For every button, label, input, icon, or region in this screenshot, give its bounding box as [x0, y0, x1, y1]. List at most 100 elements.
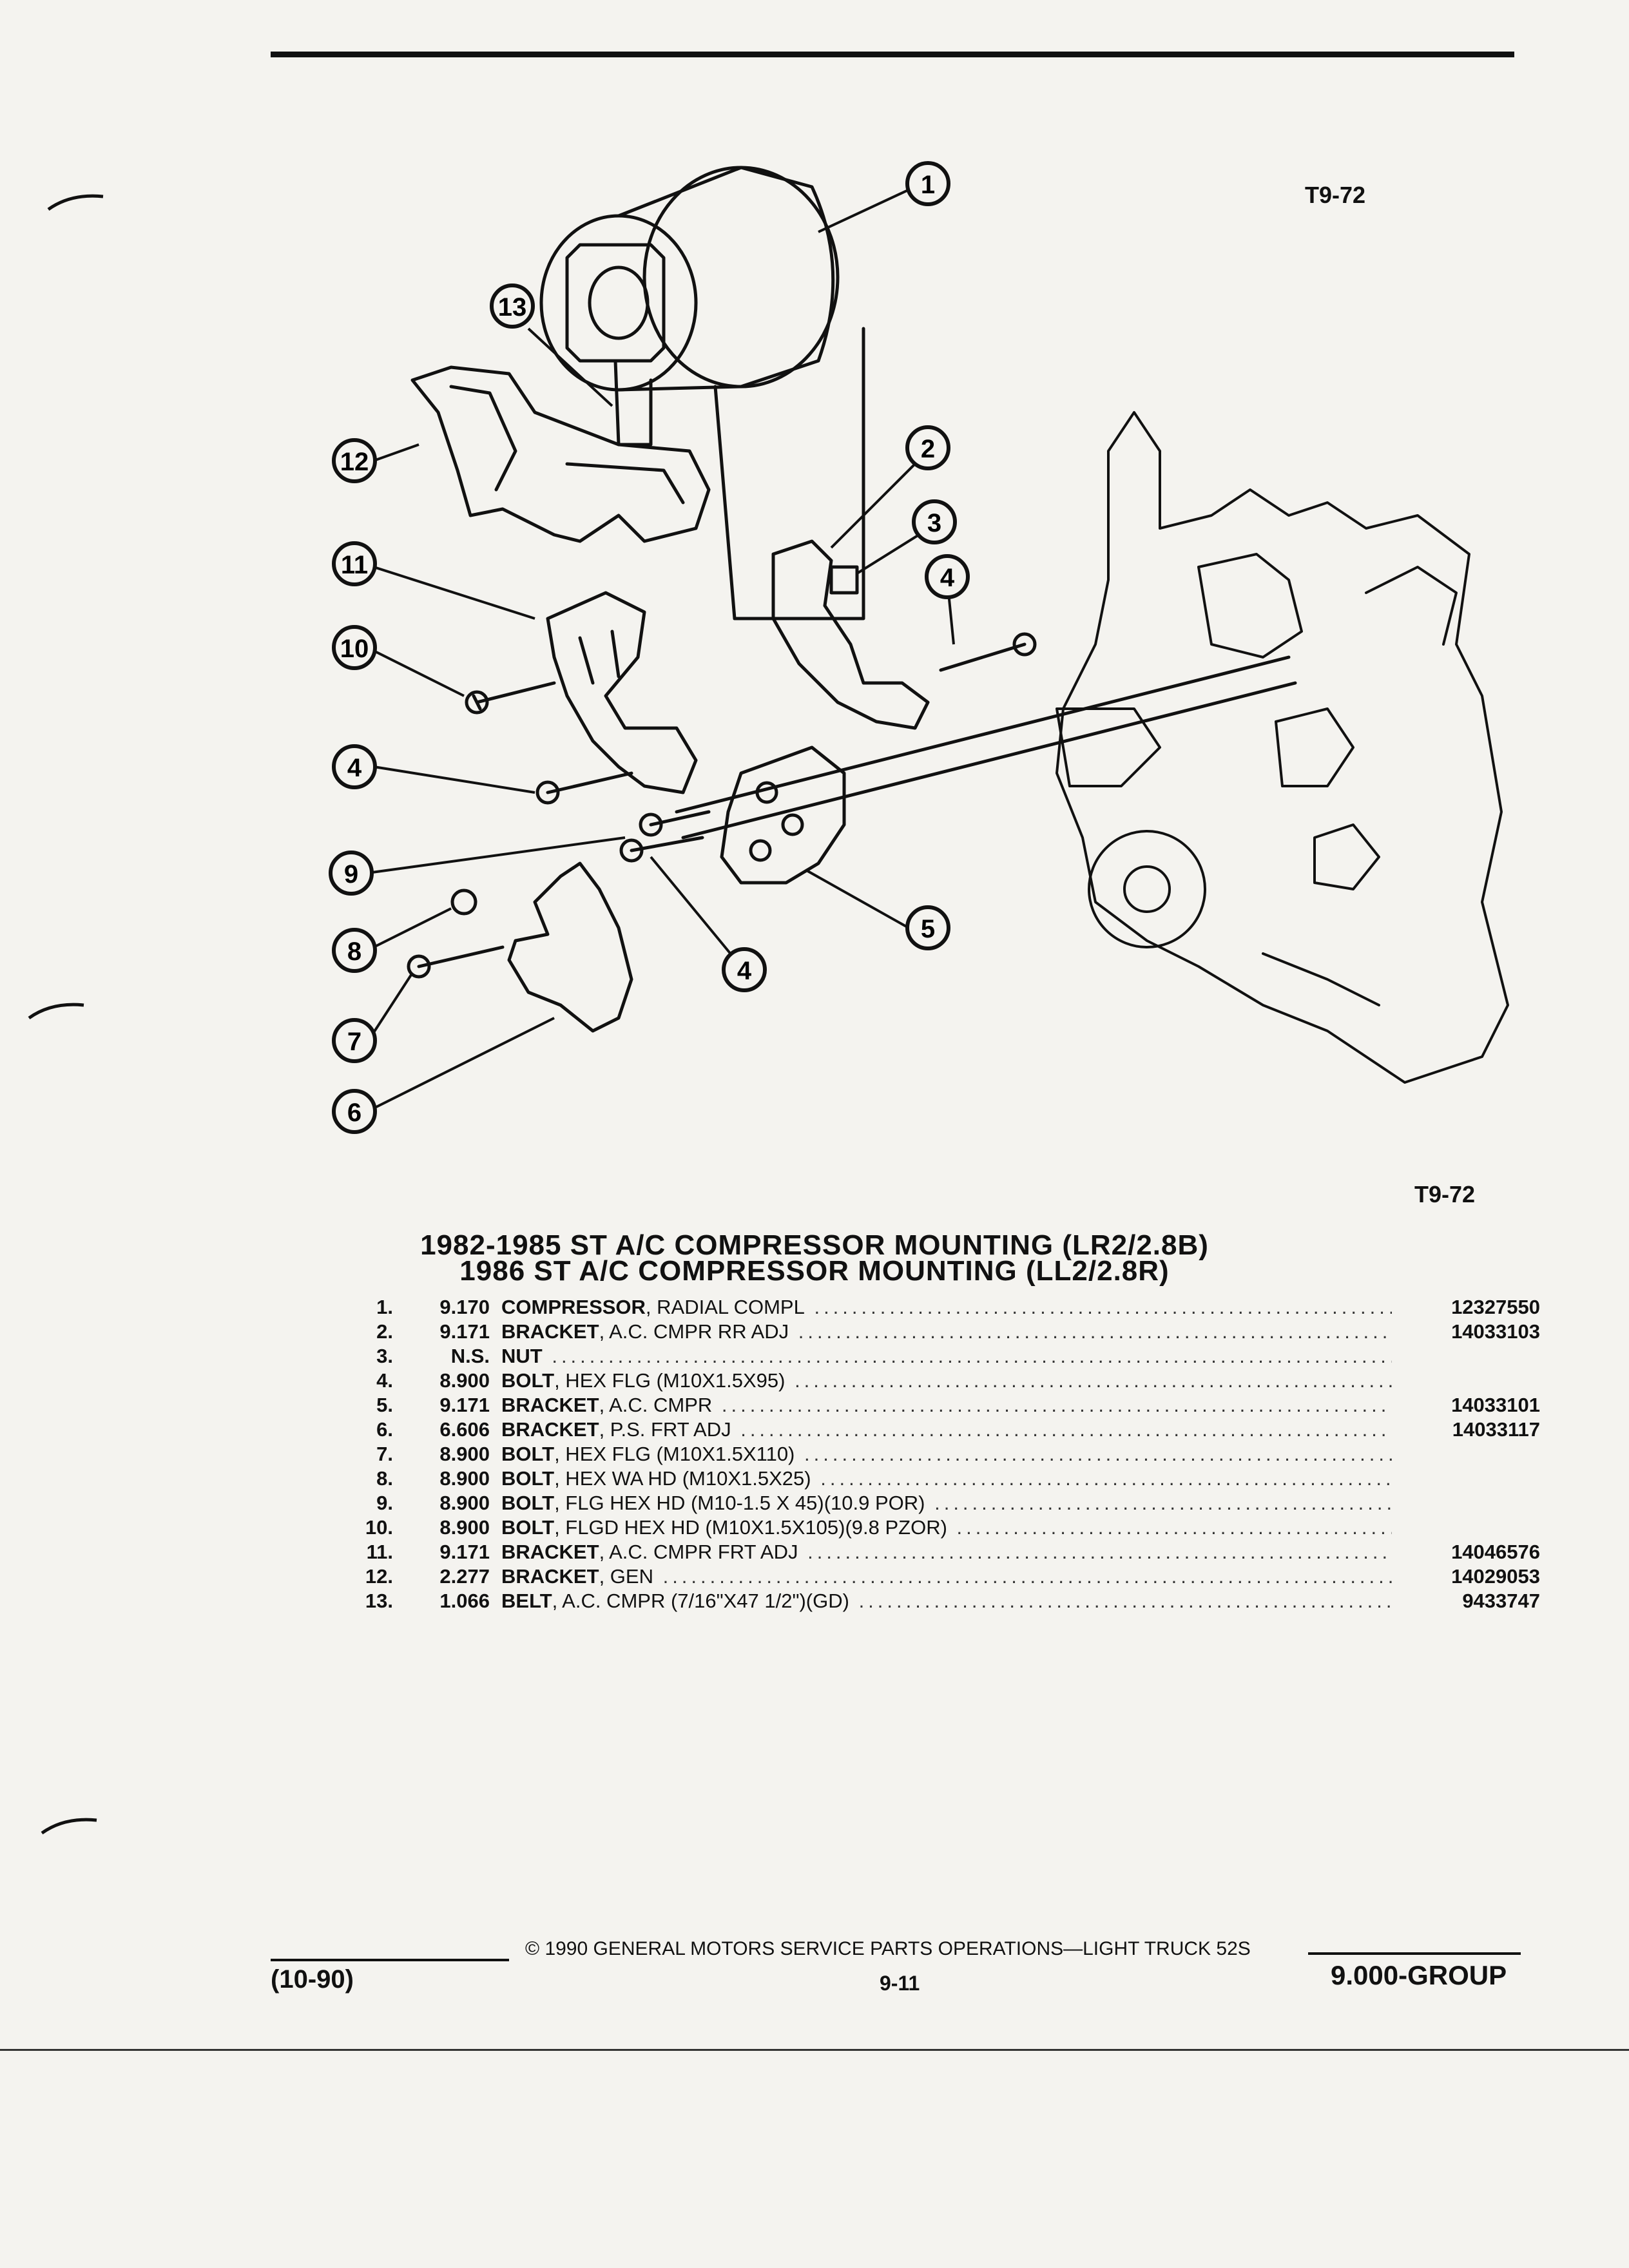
- svg-text:10: 10: [340, 635, 369, 663]
- group-number: 8.900: [439, 1443, 490, 1465]
- part-name: NUT: [501, 1345, 543, 1367]
- front-adj-bracket-drawing: [546, 591, 698, 794]
- part-description: BOLT, HEX FLG (M10X1.5X95) .............…: [501, 1369, 1392, 1393]
- page-title-line2: 1986 ST A/C COMPRESSOR MOUNTING (LL2/2.8…: [459, 1255, 1170, 1287]
- group-number: 8.900: [439, 1467, 490, 1490]
- part-detail: , FLG HEX HD (M10-1.5 X 45)(10.9 POR): [554, 1492, 925, 1514]
- leader-dots: ........................................…: [795, 1369, 1392, 1392]
- callout-markers: 1 2 3 4 5 6 7 8 9 10 11 12 13 4 4: [329, 161, 970, 1134]
- part-number: 14033101: [1451, 1394, 1540, 1416]
- part-description: NUT ....................................…: [501, 1344, 1392, 1369]
- group-number: 8.900: [439, 1516, 490, 1539]
- leader-dots: ........................................…: [820, 1467, 1392, 1490]
- group-number: 9.171: [439, 1394, 490, 1416]
- part-detail: , HEX FLG (M10X1.5X110): [554, 1443, 795, 1465]
- item-number: 8.: [376, 1467, 393, 1490]
- rear-adj-bracket-drawing: [771, 539, 930, 730]
- part-description: BELT, A.C. CMPR (7/16"X47 1/2")(GD) ....…: [501, 1589, 1392, 1613]
- leader-dots: ........................................…: [956, 1516, 1392, 1539]
- part-name: BRACKET: [501, 1541, 599, 1563]
- top-rule: [271, 52, 1514, 57]
- exploded-view-illustration: 1 2 3 4 5 6 7 8 9 10 11 12 13 4 4: [329, 161, 1509, 1134]
- group-number: 9.170: [439, 1296, 490, 1318]
- part-detail: , A.C. CMPR RR ADJ: [599, 1320, 789, 1343]
- leader-dots: ........................................…: [858, 1590, 1392, 1612]
- part-description: BRACKET, A.C. CMPR RR ADJ ..............…: [501, 1320, 1392, 1344]
- part-detail: , RADIAL COMPL: [645, 1296, 805, 1318]
- item-number: 3.: [376, 1345, 393, 1367]
- item-number: 1.: [376, 1296, 393, 1318]
- leader-dots: ........................................…: [807, 1541, 1392, 1563]
- part-description: BOLT, HEX FLG (M10X1.5X110) ............…: [501, 1442, 1392, 1466]
- shaft-drawing: [675, 655, 1297, 840]
- item-number: 9.: [376, 1492, 393, 1514]
- part-detail: , A.C. CMPR (7/16"X47 1/2")(GD): [552, 1590, 849, 1612]
- svg-text:8: 8: [347, 937, 361, 966]
- part-name: BRACKET: [501, 1565, 599, 1588]
- part-detail: , GEN: [599, 1565, 653, 1588]
- parts-row: 8. 8.900 BOLT, HEX WA HD (M10X1.5X25) ....…: [335, 1466, 1540, 1491]
- part-number: 12327550: [1451, 1296, 1540, 1318]
- group-number: 1.066: [439, 1590, 490, 1612]
- part-name: BOLT: [501, 1516, 555, 1539]
- svg-text:13: 13: [498, 293, 527, 322]
- svg-text:12: 12: [340, 448, 369, 476]
- part-number: 14033103: [1451, 1320, 1540, 1343]
- part-description: BRACKET, A.C. CMPR FRT ADJ .............…: [501, 1540, 1392, 1564]
- margin-mark: [28, 1003, 84, 1020]
- part-name: BOLT: [501, 1369, 555, 1392]
- svg-text:5: 5: [921, 915, 935, 943]
- group-number: 8.900: [439, 1369, 490, 1392]
- footer-date: (10-90): [271, 1965, 354, 1994]
- part-name: BOLT: [501, 1467, 555, 1490]
- part-name: BRACKET: [501, 1418, 599, 1441]
- parts-row: 5. 9.171 BRACKET, A.C. CMPR ..............…: [335, 1393, 1540, 1418]
- leader-dots: ........................................…: [798, 1320, 1392, 1343]
- svg-text:4: 4: [940, 564, 955, 592]
- part-number: 14029053: [1451, 1565, 1540, 1588]
- svg-text:11: 11: [341, 551, 368, 579]
- part-name: COMPRESSOR: [501, 1296, 646, 1318]
- leader-dots: ........................................…: [721, 1394, 1392, 1416]
- part-name: BRACKET: [501, 1320, 599, 1343]
- belt-drawing: [613, 327, 865, 620]
- group-number: 6.606: [439, 1418, 490, 1441]
- footer-page-number: 9-11: [880, 1972, 920, 1995]
- group-number: 2.277: [439, 1565, 490, 1588]
- part-number: 14046576: [1451, 1541, 1540, 1563]
- part-name: BOLT: [501, 1443, 555, 1465]
- footer-rule-right: [1308, 1952, 1521, 1955]
- part-number: 9433747: [1462, 1590, 1540, 1612]
- part-detail: , P.S. FRT ADJ: [599, 1418, 731, 1441]
- generator-bracket-drawing: [410, 365, 711, 543]
- parts-row: 12. 2.277 BRACKET, GEN ...................…: [335, 1564, 1540, 1589]
- part-description: BRACKET, GEN ...........................…: [501, 1564, 1392, 1589]
- page-title-line1: 1982-1985 ST A/C COMPRESSOR MOUNTING (LR…: [420, 1229, 1209, 1261]
- parts-list: 1. 9.170 COMPRESSOR, RADIAL COMPL ........…: [335, 1295, 1540, 1613]
- svg-text:4: 4: [737, 957, 752, 985]
- part-description: BRACKET, P.S. FRT ADJ ..................…: [501, 1418, 1392, 1442]
- item-number: 12.: [365, 1565, 393, 1588]
- group-number: 8.900: [439, 1492, 490, 1514]
- part-name: BELT: [501, 1590, 552, 1612]
- bolts-drawing: [407, 632, 1037, 979]
- item-number: 11.: [366, 1541, 393, 1563]
- leader-lines: [367, 186, 955, 1110]
- part-description: BRACKET, A.C. CMPR .....................…: [501, 1393, 1392, 1418]
- part-detail: , HEX WA HD (M10X1.5X25): [554, 1467, 811, 1490]
- svg-text:9: 9: [344, 860, 358, 889]
- margin-mark: [41, 1818, 97, 1835]
- group-number: N.S.: [450, 1345, 490, 1367]
- svg-text:2: 2: [921, 435, 935, 463]
- item-number: 5.: [376, 1394, 393, 1416]
- svg-text:1: 1: [921, 171, 935, 199]
- part-number: 14033117: [1452, 1418, 1540, 1441]
